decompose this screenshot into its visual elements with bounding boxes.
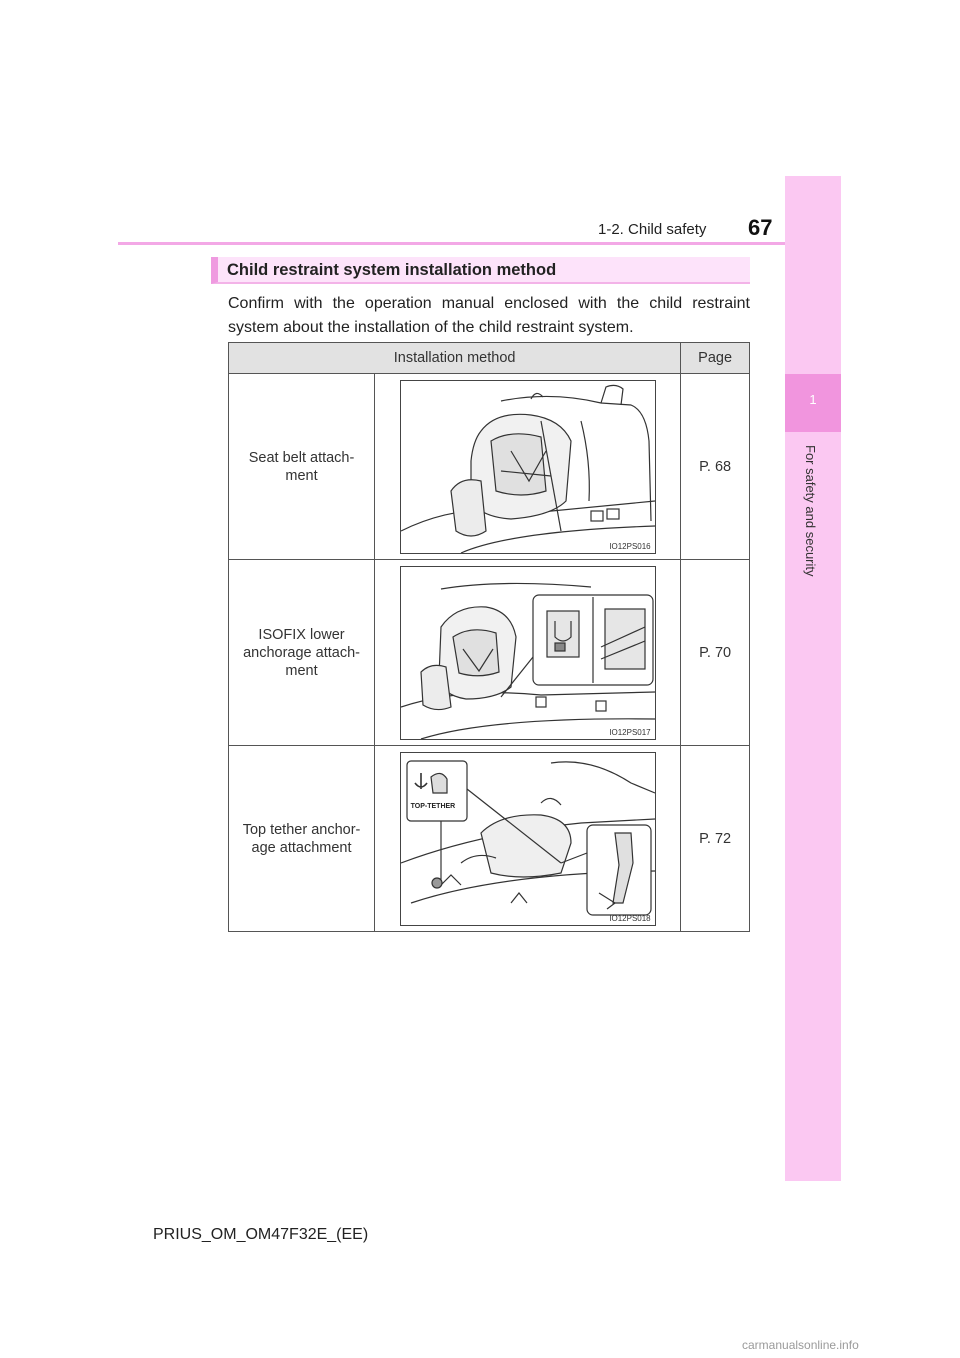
chapter-number-tab — [785, 374, 841, 432]
page-reference-link[interactable]: P. 68 — [699, 458, 732, 475]
method-cell: ISOFIX lower anchorage attach-ment — [227, 559, 376, 746]
section-heading: Child restraint system installation meth… — [211, 257, 750, 284]
method-cell: Seat belt attach-ment — [227, 373, 376, 560]
table-header-row: Installation method Page — [227, 342, 750, 374]
intro-paragraph: Confirm with the operation manual enclos… — [228, 295, 750, 336]
installation-methods-table: Installation method Page Seat belt attac… — [227, 342, 750, 932]
isofix-illustration: IO12PS017 — [399, 565, 656, 740]
illustration-code: IO12PS017 — [609, 727, 651, 737]
seat-belt-drawing — [400, 384, 655, 553]
illustration-cell: TOP-TETHER IO12PS018 — [374, 745, 682, 932]
table-row: Seat belt attach-ment — [227, 373, 750, 560]
table-row: Top tether anchor-age attachment — [227, 745, 750, 932]
section-label: 1-2. Child safety — [598, 221, 707, 238]
page-cell: P. 68 — [680, 373, 750, 560]
chapter-number: 1 — [809, 392, 817, 407]
top-tether-drawing — [400, 759, 655, 916]
table-row: ISOFIX lower anchorage attach-ment — [227, 559, 750, 746]
chapter-title: For safety and security — [803, 445, 818, 577]
header-rule — [118, 242, 841, 245]
section-heading-text: Child restraint system installation meth… — [227, 261, 557, 279]
illustration-code: IO12PS018 — [609, 913, 651, 923]
page-cell: P. 70 — [680, 559, 750, 746]
illustration-cell: IO12PS017 — [374, 559, 682, 746]
method-label: Seat belt attach-ment — [248, 449, 355, 484]
document-footer: PRIUS_OM_OM47F32E_(EE) — [153, 1226, 369, 1243]
page-reference-link[interactable]: P. 70 — [699, 644, 732, 661]
page-number: 67 — [748, 215, 773, 240]
method-label: ISOFIX lower anchorage attach-ment — [243, 626, 360, 679]
illustration-cell: IO12PS016 — [374, 373, 682, 560]
chapter-side-tab — [785, 176, 841, 1181]
page-cell: P. 72 — [680, 745, 750, 932]
top-tether-illustration: TOP-TETHER IO12PS018 — [399, 751, 656, 926]
method-cell: Top tether anchor-age attachment — [227, 745, 376, 932]
top-tether-label: TOP-TETHER — [410, 802, 456, 810]
page-reference-link[interactable]: P. 72 — [699, 830, 732, 847]
column-header-page: Page — [680, 342, 750, 374]
isofix-drawing — [400, 582, 655, 739]
illustration-code: IO12PS016 — [609, 541, 651, 551]
chapter-title-container: For safety and security — [803, 445, 823, 605]
seat-belt-illustration: IO12PS016 — [399, 379, 656, 554]
column-header-method: Installation method — [227, 342, 682, 374]
watermark-link[interactable]: carmanualsonline.info — [742, 1338, 859, 1352]
method-label: Top tether anchor-age attachment — [242, 821, 361, 856]
